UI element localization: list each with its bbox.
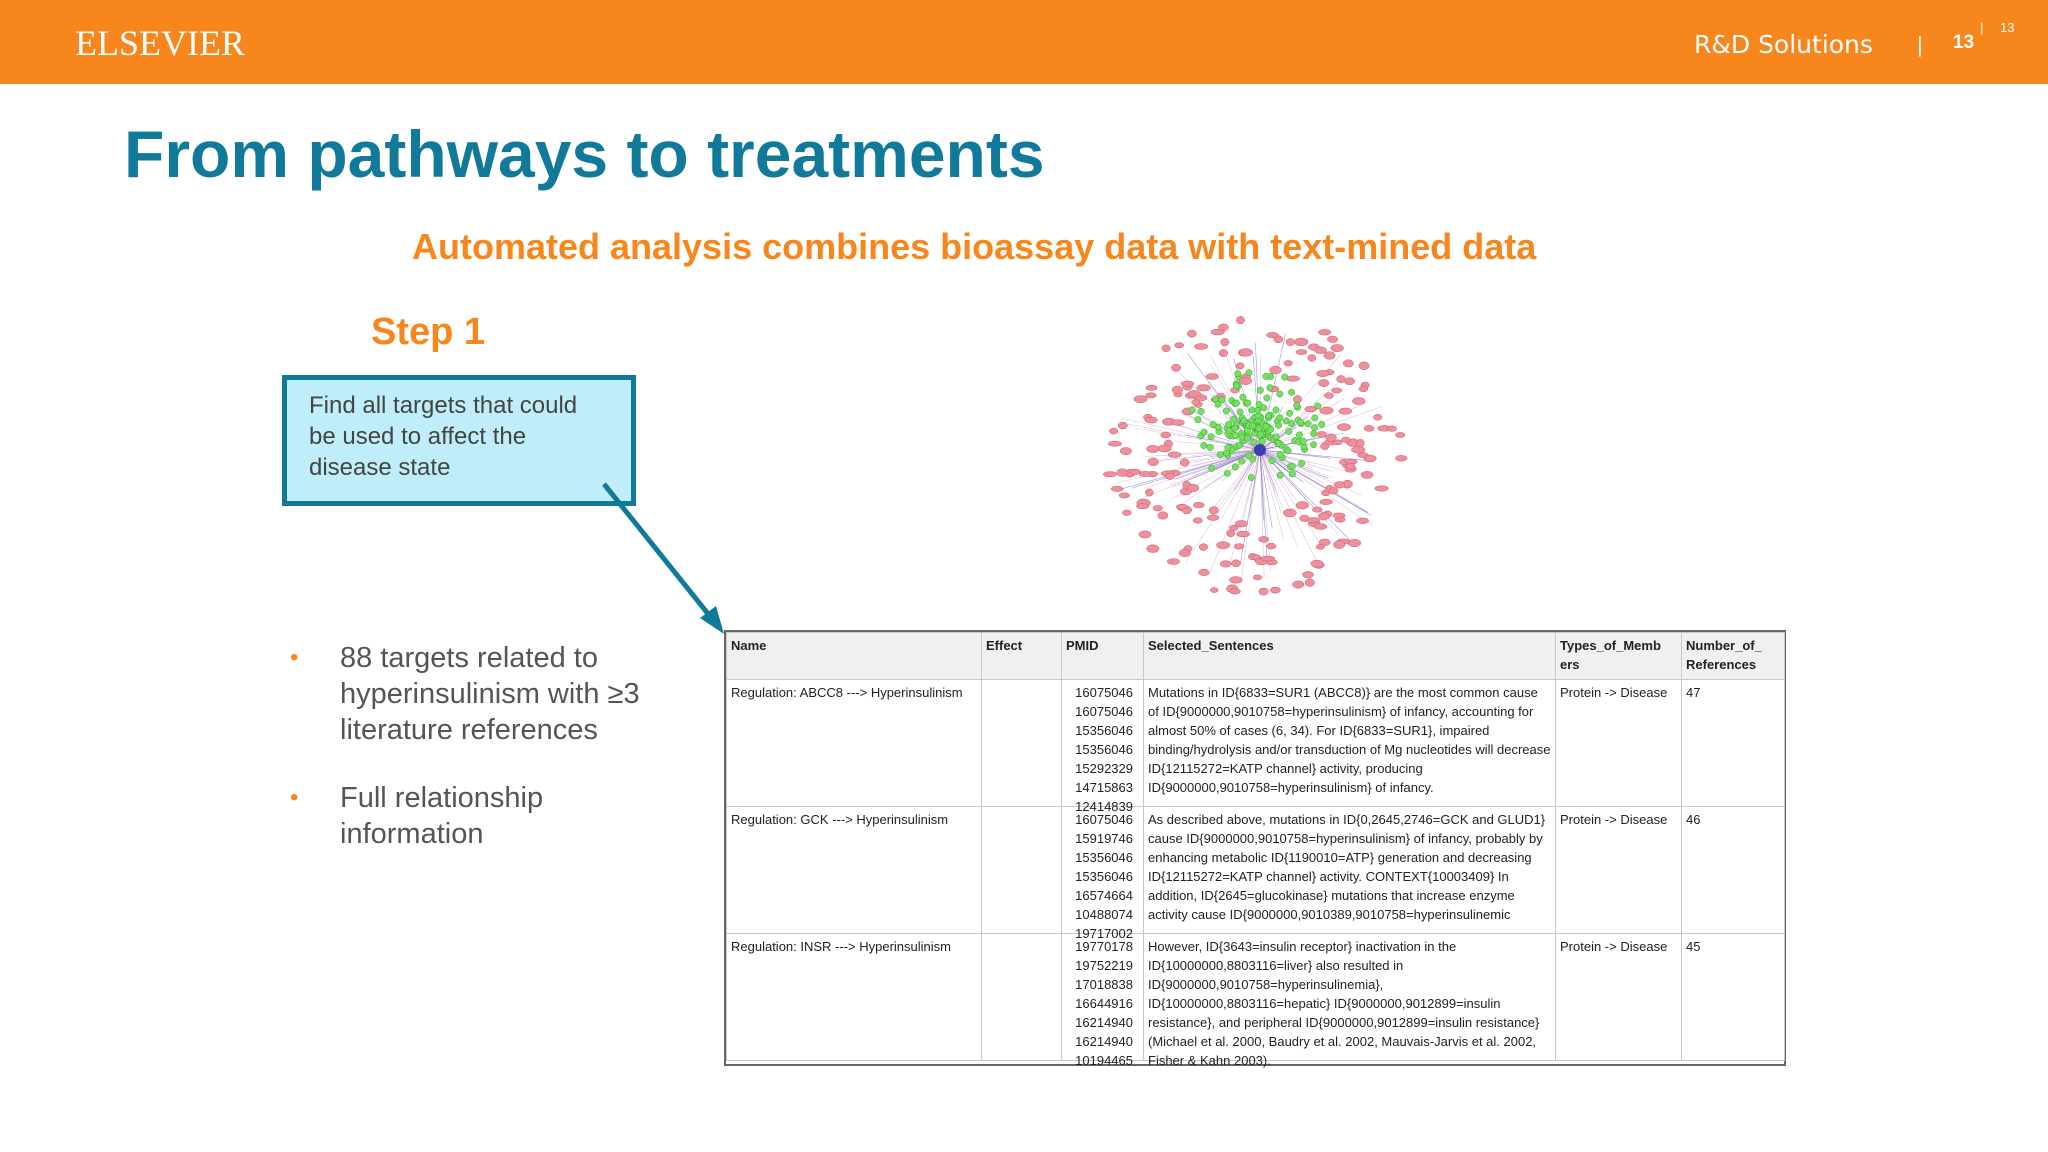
header-separator: | xyxy=(1917,32,1923,57)
column-header-name: Name xyxy=(726,632,982,680)
header-bar: ELSEVIER R&D Solutions | 13 | 13 xyxy=(0,0,2048,84)
pmid-value: 16075046 xyxy=(1075,812,1133,827)
cell-pmid: 16075046 16075046 15356046 15356046 1529… xyxy=(1061,679,1144,814)
cell-sentences: Mutations in ID{6833=SUR1 (ABCC8)} are t… xyxy=(1143,679,1556,807)
pmid-value: 10194465 xyxy=(1075,1053,1133,1068)
pmid-value: 12414839 xyxy=(1075,799,1133,814)
table-header-row: Name Effect PMID Selected_Sentences Type… xyxy=(726,632,1785,680)
bullet-list: • 88 targets related to hyperinsulinism … xyxy=(290,640,690,884)
cell-references: 45 xyxy=(1681,933,1785,1061)
cell-name: Regulation: INSR ---> Hyperinsulinism xyxy=(726,933,982,1061)
bullet-item: • Full relationship information xyxy=(290,782,544,850)
pmid-value: 15356046 xyxy=(1075,742,1133,757)
bullet-dot-icon: • xyxy=(290,644,299,671)
column-header-types: Types_of_Memb ers xyxy=(1555,632,1682,680)
page-number: 13 xyxy=(1953,32,1975,53)
pmid-value: 15919746 xyxy=(1075,831,1133,846)
pmid-value: 19770178 xyxy=(1075,939,1133,954)
cell-references: 46 xyxy=(1681,806,1785,934)
cell-pmid: 16075046 15919746 15356046 15356046 1657… xyxy=(1061,806,1144,941)
pmid-value: 19717002 xyxy=(1075,926,1133,941)
pmid-value: 15356046 xyxy=(1075,723,1133,738)
bullet-dot-icon: • xyxy=(290,784,299,811)
pmid-value: 16574664 xyxy=(1075,888,1133,903)
cell-effect xyxy=(981,679,1062,807)
page-superscript: 13 xyxy=(2000,20,2015,35)
pmid-value: 10488074 xyxy=(1075,907,1133,922)
pmid-value: 16075046 xyxy=(1075,685,1133,700)
table-row[interactable]: Regulation: GCK ---> Hyperinsulinism 160… xyxy=(726,806,1785,941)
cell-types: Protein -> Disease xyxy=(1555,933,1682,1061)
pmid-value: 14715863 xyxy=(1075,780,1133,795)
results-table: Name Effect PMID Selected_Sentences Type… xyxy=(724,630,1786,1068)
step-label: Step 1 xyxy=(371,311,486,353)
elsevier-logo: ELSEVIER xyxy=(75,23,245,63)
pmid-value: 16214940 xyxy=(1075,1034,1133,1049)
cell-types: Protein -> Disease xyxy=(1555,806,1682,934)
table-row[interactable]: Regulation: ABCC8 ---> Hyperinsulinism 1… xyxy=(726,679,1785,814)
cell-sentences: However, ID{3643=insulin receptor} inact… xyxy=(1143,933,1556,1068)
table-row[interactable]: Regulation: INSR ---> Hyperinsulinism 19… xyxy=(726,933,1785,1068)
page-superscript-separator: | xyxy=(1980,20,1984,35)
cell-effect xyxy=(981,806,1062,934)
column-header-pmid: PMID xyxy=(1061,632,1144,680)
pmid-value: 16644916 xyxy=(1075,996,1133,1011)
pmid-value: 15292329 xyxy=(1075,761,1133,776)
pmid-value: 15356046 xyxy=(1075,869,1133,884)
pmid-value: 15356046 xyxy=(1075,850,1133,865)
callout-text: Find all targets that could be used to a… xyxy=(309,392,578,481)
cell-sentences: As described above, mutations in ID{0,26… xyxy=(1143,806,1556,934)
cell-references: 47 xyxy=(1681,679,1785,807)
division-label: R&D Solutions xyxy=(1694,30,1873,59)
pmid-value: 16214940 xyxy=(1075,1015,1133,1030)
cell-name: Regulation: GCK ---> Hyperinsulinism xyxy=(726,806,982,934)
cell-pmid: 19770178 19752219 17018838 16644916 1621… xyxy=(1061,933,1144,1068)
pmid-value: 19752219 xyxy=(1075,958,1133,973)
cell-effect xyxy=(981,933,1062,1061)
callout-box: Find all targets that could be used to a… xyxy=(282,375,636,506)
pmid-value: 16075046 xyxy=(1075,704,1133,719)
slide-title: From pathways to treatments xyxy=(124,117,1045,191)
pmid-value: 17018838 xyxy=(1075,977,1133,992)
column-header-effect: Effect xyxy=(981,632,1062,680)
network-graph-image xyxy=(1103,316,1408,596)
column-header-references: Number_of_ References xyxy=(1681,632,1785,680)
cell-types: Protein -> Disease xyxy=(1555,679,1682,807)
slide-subtitle: Automated analysis combines bioassay dat… xyxy=(412,226,1537,267)
cell-name: Regulation: ABCC8 ---> Hyperinsulinism xyxy=(726,679,982,807)
column-header-sentences: Selected_Sentences xyxy=(1143,632,1556,680)
bullet-item: • 88 targets related to hyperinsulinism … xyxy=(290,642,640,746)
